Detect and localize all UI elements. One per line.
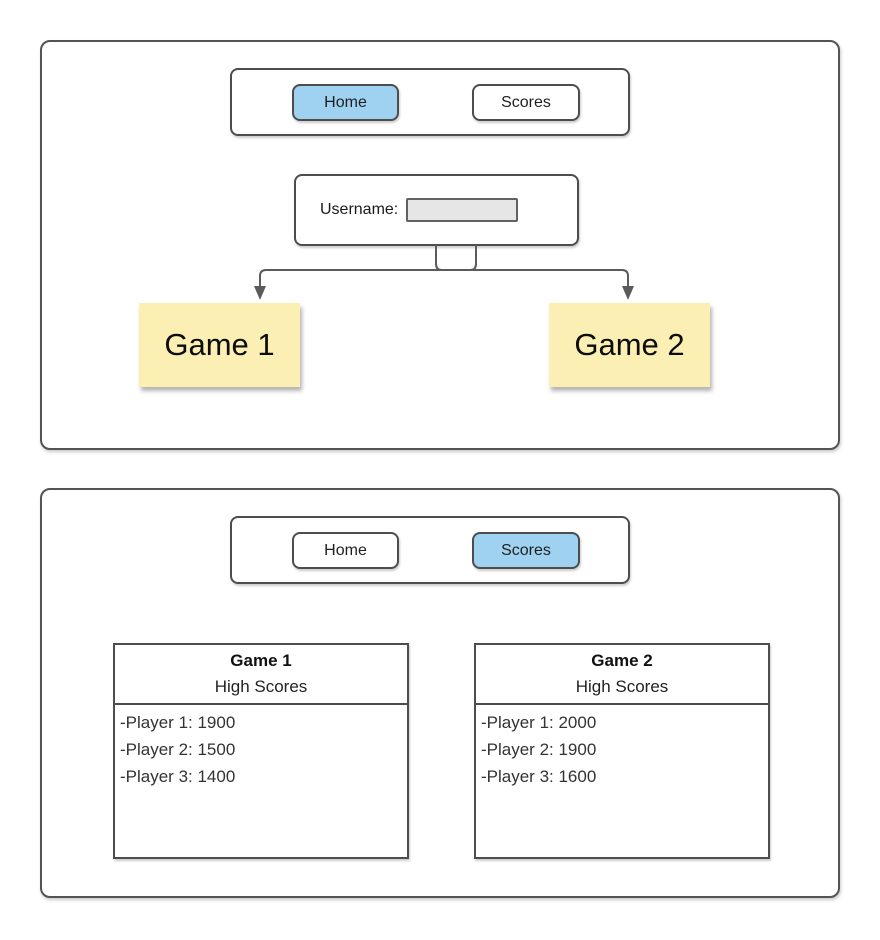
scores-nav-bar: Home Scores [230, 516, 630, 584]
score-board-subtitle: High Scores [575, 677, 669, 696]
game-2-score-board: Game 2 High Scores -Player 1: 2000 -Play… [474, 643, 770, 859]
username-box: Username: [294, 174, 579, 246]
username-label: Username: [320, 201, 399, 218]
score-entry: -Player 3: 1600 [481, 767, 597, 786]
scores-button[interactable]: Scores [472, 84, 580, 121]
home-button[interactable]: Home [292, 532, 399, 569]
score-board-body: -Player 1: 2000 -Player 2: 1900 -Player … [476, 705, 768, 794]
score-entry: -Player 2: 1500 [120, 740, 236, 759]
score-board-title: Game 1 [230, 651, 292, 670]
score-entry: -Player 1: 1900 [120, 713, 236, 732]
score-entry: -Player 1: 2000 [481, 713, 597, 732]
score-entry: -Player 2: 1900 [481, 740, 597, 759]
game-2-note[interactable]: Game 2 [549, 303, 710, 387]
home-nav-bar: Home Scores [230, 68, 630, 136]
score-board-body: -Player 1: 1900 -Player 2: 1500 -Player … [115, 705, 407, 794]
game-1-note[interactable]: Game 1 [139, 303, 300, 387]
arrow-down-icon [622, 286, 634, 300]
home-page-frame: Home Scores Username: Game 1 Game 2 [40, 40, 840, 450]
score-board-header: Game 2 High Scores [476, 645, 768, 705]
arrow-down-icon [254, 286, 266, 300]
game-1-score-board: Game 1 High Scores -Player 1: 1900 -Play… [113, 643, 409, 859]
username-input[interactable] [406, 198, 519, 222]
scores-page-frame: Home Scores Game 1 High Scores -Player 1… [40, 488, 840, 898]
score-board-subtitle: High Scores [214, 677, 308, 696]
score-entry: -Player 3: 1400 [120, 767, 236, 786]
home-button[interactable]: Home [292, 84, 399, 121]
score-board-header: Game 1 High Scores [115, 645, 407, 705]
branch-connector [254, 245, 634, 300]
scores-button[interactable]: Scores [472, 532, 580, 569]
score-board-title: Game 2 [591, 651, 653, 670]
